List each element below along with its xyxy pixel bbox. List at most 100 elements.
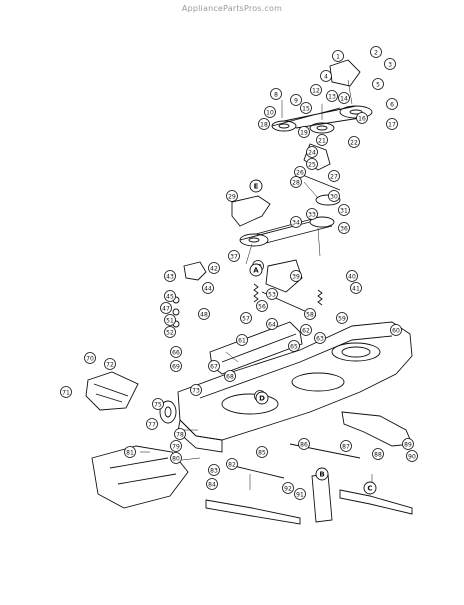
baffle-edge bbox=[221, 333, 297, 363]
callout-68: 68 bbox=[224, 370, 236, 382]
svg-text:19: 19 bbox=[300, 129, 308, 136]
svg-text:5: 5 bbox=[376, 81, 380, 88]
svg-text:40: 40 bbox=[348, 273, 356, 280]
svg-text:56: 56 bbox=[258, 303, 266, 310]
callout-75: 75 bbox=[152, 398, 164, 410]
section-letter-D: D bbox=[255, 391, 269, 405]
callout-47: 47 bbox=[160, 302, 172, 314]
section-letter-B: B bbox=[315, 467, 329, 481]
svg-text:72: 72 bbox=[106, 361, 114, 368]
mulch-plug-grille bbox=[93, 383, 129, 403]
svg-text:48: 48 bbox=[200, 311, 208, 318]
gauge-wheel bbox=[159, 400, 177, 424]
callout-64: 64 bbox=[266, 318, 278, 330]
idler-pulley-a bbox=[315, 194, 341, 206]
svg-text:68: 68 bbox=[226, 373, 234, 380]
svg-text:82: 82 bbox=[228, 461, 236, 468]
svg-text:18: 18 bbox=[260, 121, 268, 128]
svg-text:73: 73 bbox=[192, 387, 200, 394]
callout-42: 42 bbox=[208, 262, 220, 274]
svg-text:67: 67 bbox=[210, 363, 218, 370]
callout-44: 44 bbox=[202, 282, 214, 294]
svg-text:27: 27 bbox=[330, 173, 338, 180]
svg-text:75: 75 bbox=[154, 401, 162, 408]
svg-text:88: 88 bbox=[374, 451, 382, 458]
svg-text:15: 15 bbox=[302, 105, 310, 112]
svg-text:24: 24 bbox=[308, 149, 316, 156]
deck-front-arm bbox=[341, 411, 413, 447]
svg-text:92: 92 bbox=[284, 485, 292, 492]
callout-39: 39 bbox=[290, 270, 302, 282]
svg-text:25: 25 bbox=[308, 161, 316, 168]
callout-56: 56 bbox=[256, 300, 268, 312]
svg-text:53: 53 bbox=[268, 291, 276, 298]
callout-80: 80 bbox=[170, 452, 182, 464]
svg-text:65: 65 bbox=[290, 343, 298, 350]
svg-text:31: 31 bbox=[340, 207, 348, 214]
callout-1: 1 bbox=[332, 50, 344, 62]
callout-33: 33 bbox=[306, 208, 318, 220]
svg-text:26: 26 bbox=[296, 169, 304, 176]
svg-text:39: 39 bbox=[292, 273, 300, 280]
svg-text:21: 21 bbox=[318, 137, 326, 144]
callout-43: 43 bbox=[164, 270, 176, 282]
callout-34: 34 bbox=[290, 216, 302, 228]
callout-57: 57 bbox=[240, 312, 252, 324]
svg-text:59: 59 bbox=[338, 315, 346, 322]
callout-65: 65 bbox=[288, 340, 300, 352]
svg-text:45: 45 bbox=[166, 293, 174, 300]
callout-71: 71 bbox=[60, 386, 72, 398]
blade-right bbox=[339, 489, 413, 515]
callout-18: 18 bbox=[258, 118, 270, 130]
section-letter-E: E bbox=[249, 179, 263, 193]
svg-text:66: 66 bbox=[172, 349, 180, 356]
callout-61: 61 bbox=[236, 334, 248, 346]
deck-pulley-left bbox=[239, 233, 269, 247]
svg-text:22: 22 bbox=[350, 139, 358, 146]
callout-63: 63 bbox=[314, 332, 326, 344]
callout-9: 9 bbox=[290, 94, 302, 106]
svg-text:91: 91 bbox=[296, 491, 304, 498]
svg-text:57: 57 bbox=[242, 315, 250, 322]
callout-40: 40 bbox=[346, 270, 358, 282]
callout-84: 84 bbox=[206, 478, 218, 490]
callout-27: 27 bbox=[328, 170, 340, 182]
svg-text:14: 14 bbox=[340, 95, 348, 102]
discharge-chute bbox=[91, 445, 189, 509]
callout-79: 79 bbox=[170, 440, 182, 452]
callout-77: 77 bbox=[146, 418, 158, 430]
svg-text:13: 13 bbox=[328, 93, 336, 100]
pulley-top-center bbox=[309, 122, 335, 134]
svg-text:C: C bbox=[367, 485, 372, 493]
svg-text:10: 10 bbox=[266, 109, 274, 116]
idler-arm bbox=[303, 143, 331, 171]
svg-text:D: D bbox=[259, 395, 265, 403]
callout-16: 16 bbox=[356, 112, 368, 124]
callout-53: 53 bbox=[266, 288, 278, 300]
svg-text:61: 61 bbox=[238, 337, 246, 344]
callout-72: 72 bbox=[104, 358, 116, 370]
svg-text:89: 89 bbox=[404, 441, 412, 448]
callout-73: 73 bbox=[190, 384, 202, 396]
svg-text:81: 81 bbox=[126, 449, 134, 456]
svg-text:62: 62 bbox=[302, 327, 310, 334]
svg-text:4: 4 bbox=[324, 73, 328, 80]
svg-text:3: 3 bbox=[388, 61, 392, 68]
svg-text:87: 87 bbox=[342, 443, 350, 450]
callout-13: 13 bbox=[326, 90, 338, 102]
blade-left bbox=[205, 499, 301, 525]
callout-41: 41 bbox=[350, 282, 362, 294]
rod-upper bbox=[299, 173, 341, 191]
callout-52: 52 bbox=[164, 326, 176, 338]
belt-cover-left bbox=[231, 195, 271, 227]
svg-text:6: 6 bbox=[390, 101, 394, 108]
svg-text:43: 43 bbox=[166, 273, 174, 280]
callout-78: 78 bbox=[174, 428, 186, 440]
callout-91: 91 bbox=[294, 488, 306, 500]
callout-15: 15 bbox=[300, 102, 312, 114]
section-letter-C: C bbox=[363, 481, 377, 495]
callout-4: 4 bbox=[320, 70, 332, 82]
svg-text:90: 90 bbox=[408, 453, 416, 460]
callout-21: 21 bbox=[316, 134, 328, 146]
